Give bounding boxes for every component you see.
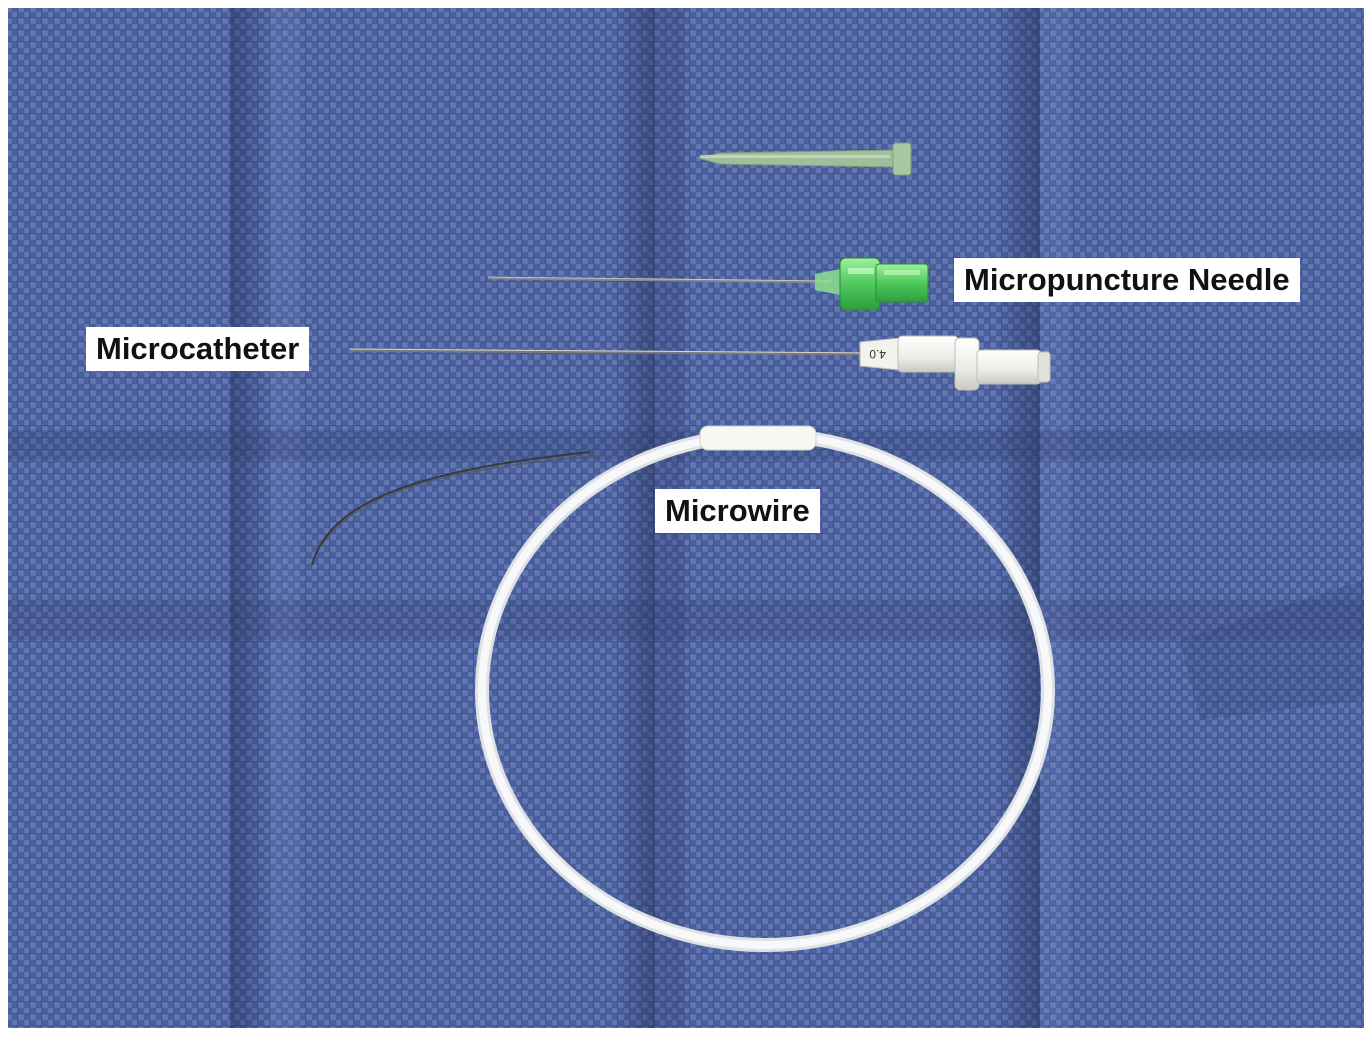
label-microwire: Microwire (655, 489, 820, 533)
microwire (311, 425, 1055, 952)
label-microcatheter: Microcatheter (86, 327, 310, 371)
label-micropuncture-needle: Micropuncture Needle (954, 258, 1300, 302)
catheter-marking: 4.0 (869, 347, 886, 361)
dilator (697, 142, 912, 176)
micropuncture-needle (487, 257, 929, 311)
microcatheter: 4.0 (349, 335, 1051, 391)
